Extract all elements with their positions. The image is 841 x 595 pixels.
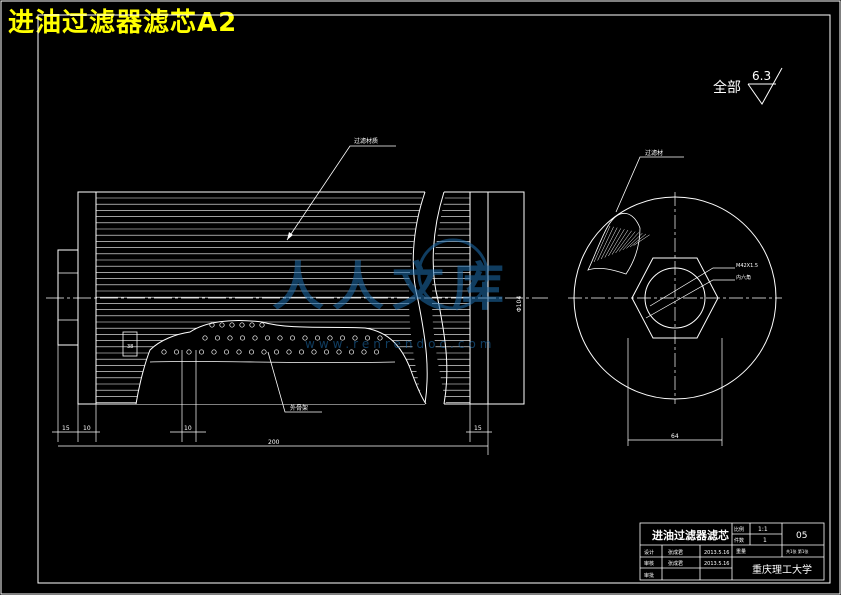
dim-left-1: 15 (62, 425, 70, 432)
tb-part-name: 进油过滤器滤芯 (652, 528, 729, 542)
dim-height: Φ104 (516, 296, 523, 312)
leader-hex: 内六角 (736, 274, 751, 281)
leader-outer-frame: 外骨架 (290, 404, 308, 412)
watermark-url: www.renrendoc.com (305, 337, 495, 351)
drawing-title: 进油过滤器滤芯A2 (8, 8, 238, 38)
title-block (639, 522, 825, 581)
title-block-text: 进油过滤器滤芯 比例 1:1 件数 1 05 设计 张成君 2013.5.16 … (644, 526, 812, 579)
roughness-label: 全部 (713, 79, 741, 96)
side-view: 过滤材 M42X1.5 内六角 64 (568, 149, 782, 446)
front-view: 38 过滤材质 外骨架 15 10 10 15 200 Φ104 (46, 137, 548, 455)
filter-pleat-lines-right (432, 197, 470, 403)
tb-check-date: 2013.5.16 (704, 561, 729, 567)
tb-design-date: 2013.5.16 (704, 550, 729, 556)
dim-side-width: 64 (671, 433, 679, 440)
roughness-value: 6.3 (752, 69, 771, 83)
dim-total: 200 (268, 439, 280, 446)
tb-design-label: 设计 (644, 549, 654, 556)
roughness-symbol: 全部 6.3 (713, 67, 783, 105)
side-pleat-hatch (593, 225, 650, 263)
tb-approve-label: 审批 (644, 572, 654, 579)
leader-thread: M42X1.5 (736, 263, 758, 269)
tb-check-name: 张成君 (668, 560, 683, 567)
watermark: 人人文库 www.renrendoc.com (272, 238, 512, 351)
dim-side: 38 (127, 344, 133, 350)
tb-weight-label: 重量 (736, 548, 746, 555)
tb-qty-value: 1 (763, 537, 767, 544)
tb-qty-label: 件数 (734, 537, 744, 544)
inner-frame (37, 14, 831, 584)
dim-hole: 10 (184, 425, 192, 432)
tb-scale-label: 比例 (734, 526, 744, 533)
dim-right: 15 (474, 425, 482, 432)
leader-side-filter: 过滤材 (645, 149, 663, 157)
tb-scale-value: 1:1 (758, 526, 768, 533)
tb-school: 重庆理工大学 (752, 563, 812, 576)
tb-sheet-label: 共1张 第1张 (786, 548, 808, 554)
tb-design-name: 张成君 (668, 549, 683, 556)
leader-filter-material: 过滤材质 (354, 137, 378, 145)
tb-drawing-no: 05 (796, 531, 807, 541)
tb-check-label: 审核 (644, 560, 654, 567)
watermark-text: 人人文库 (272, 258, 512, 318)
perforation-holes (161, 322, 383, 355)
dim-left-2: 10 (83, 425, 91, 432)
